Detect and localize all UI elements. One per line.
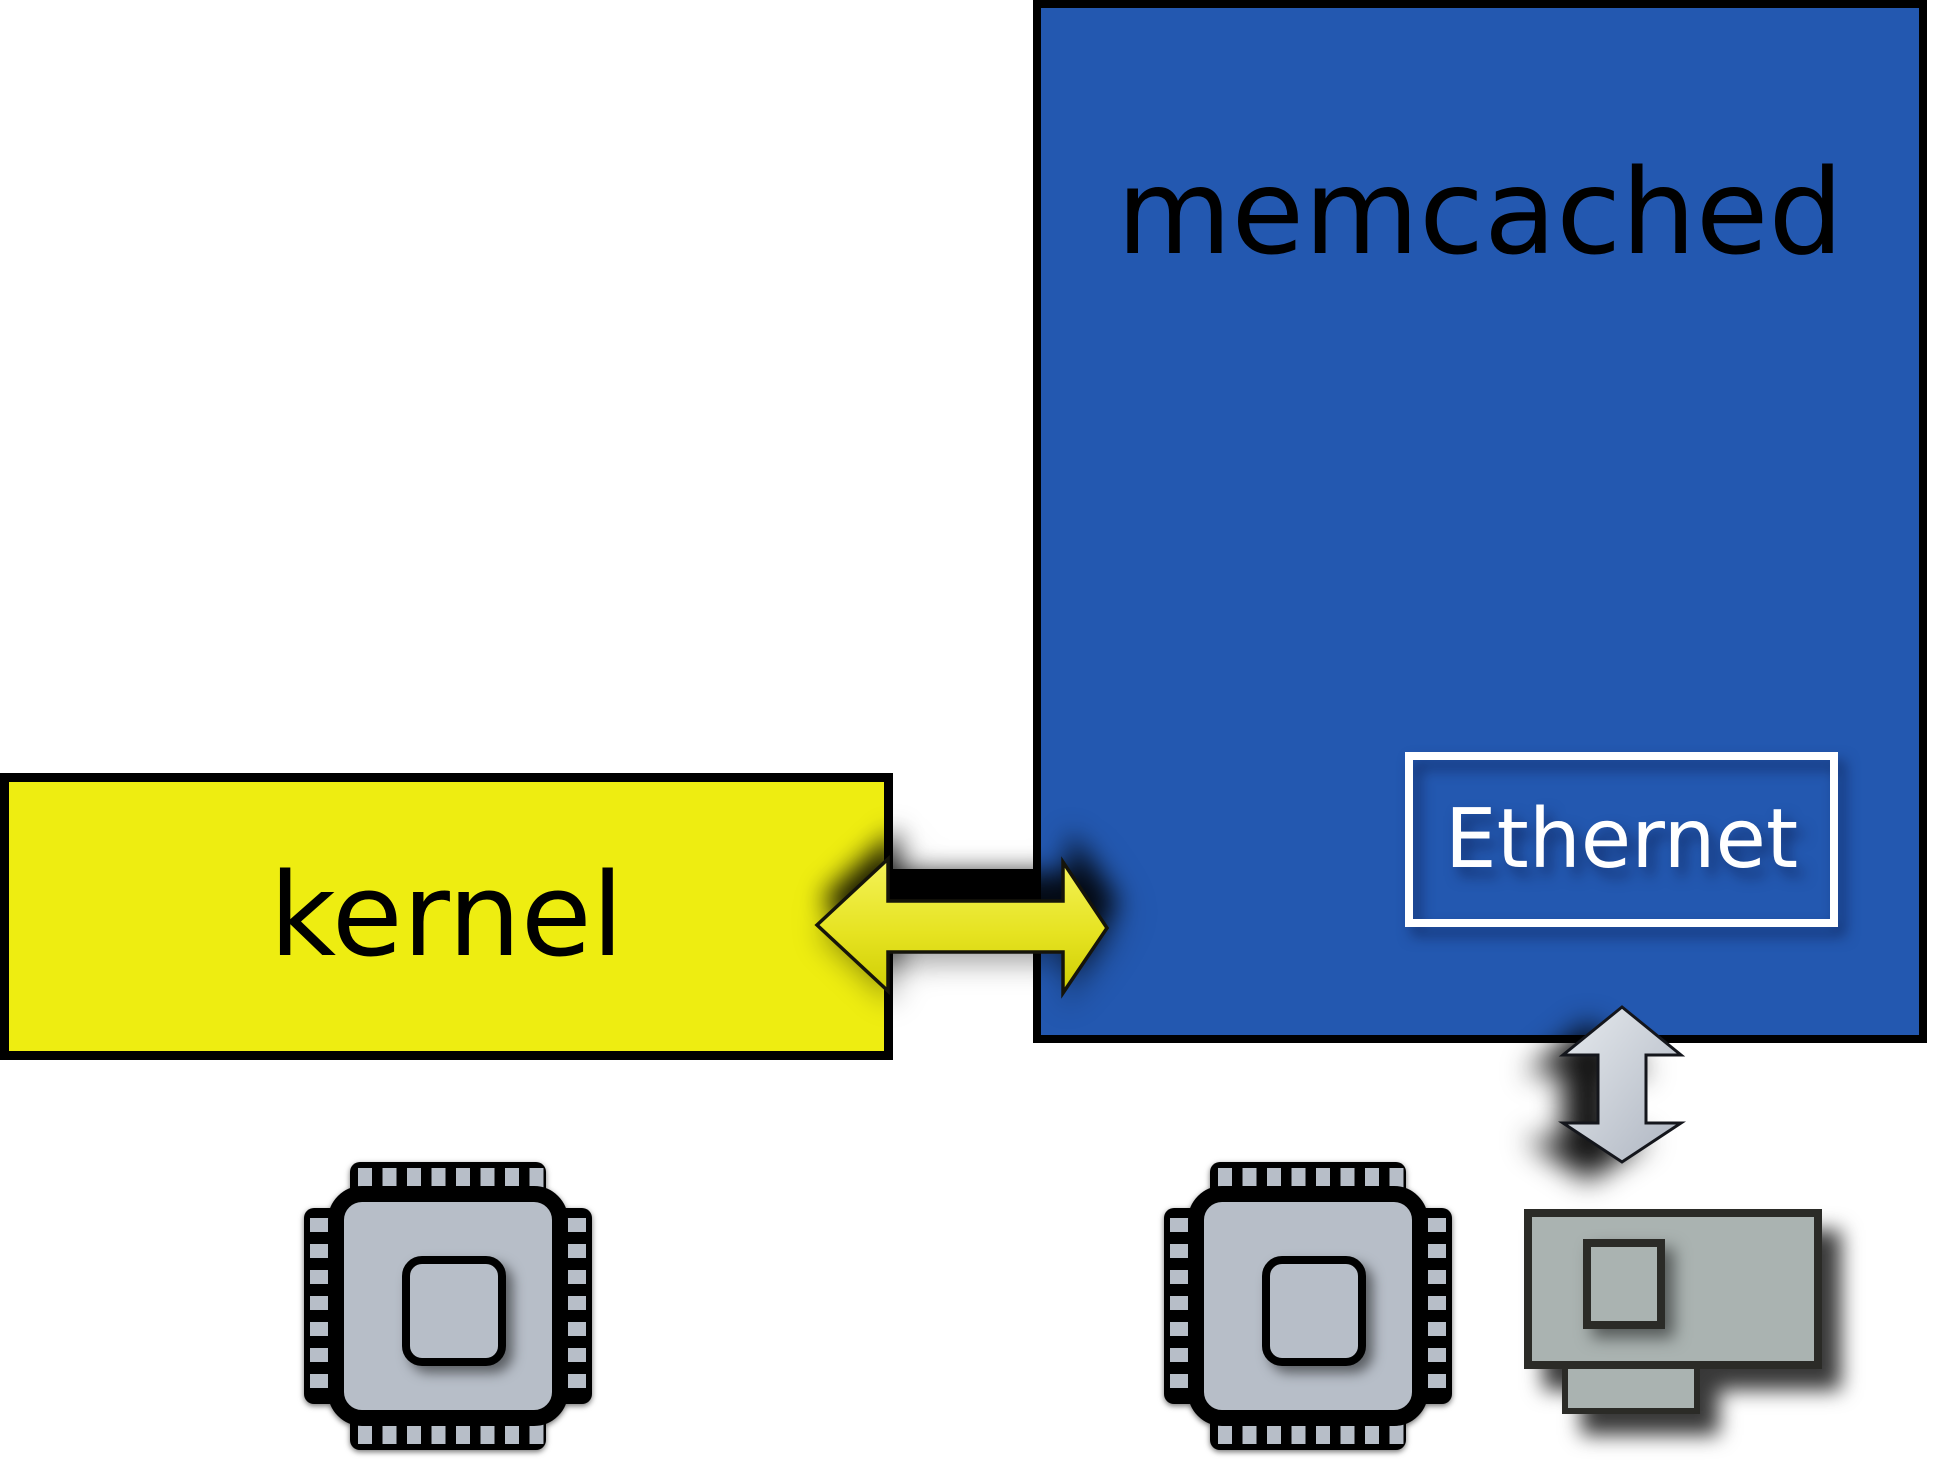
kernel-box: kernel xyxy=(0,773,893,1060)
cpu-chip-die xyxy=(1262,1256,1366,1366)
memcached-label: memcached xyxy=(1116,143,1844,281)
cpu-chip-icon xyxy=(304,1162,592,1450)
vertical-double-arrow-shape xyxy=(1558,1005,1686,1164)
ethernet-label: Ethernet xyxy=(1444,791,1799,887)
kernel-label: kernel xyxy=(269,849,624,983)
memcached-box xyxy=(1033,0,1927,1043)
connector-line xyxy=(891,869,1037,903)
cpu-chip-die xyxy=(402,1256,506,1366)
cpu-chip-icon xyxy=(1164,1162,1452,1450)
ethernet-box: Ethernet xyxy=(1405,752,1838,927)
network-card-icon xyxy=(1524,1209,1822,1414)
horizontal-double-arrow xyxy=(814,854,1110,999)
horizontal-double-arrow-shape xyxy=(814,854,1110,999)
network-card-port xyxy=(1583,1239,1665,1329)
vertical-double-arrow xyxy=(1558,1005,1686,1164)
network-card-body xyxy=(1524,1209,1822,1369)
